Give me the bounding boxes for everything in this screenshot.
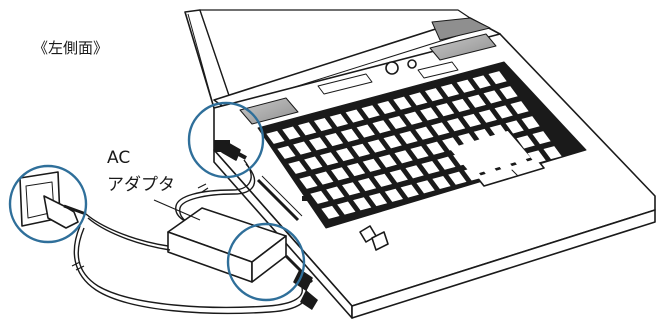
power-outlet-icon xyxy=(20,172,86,228)
